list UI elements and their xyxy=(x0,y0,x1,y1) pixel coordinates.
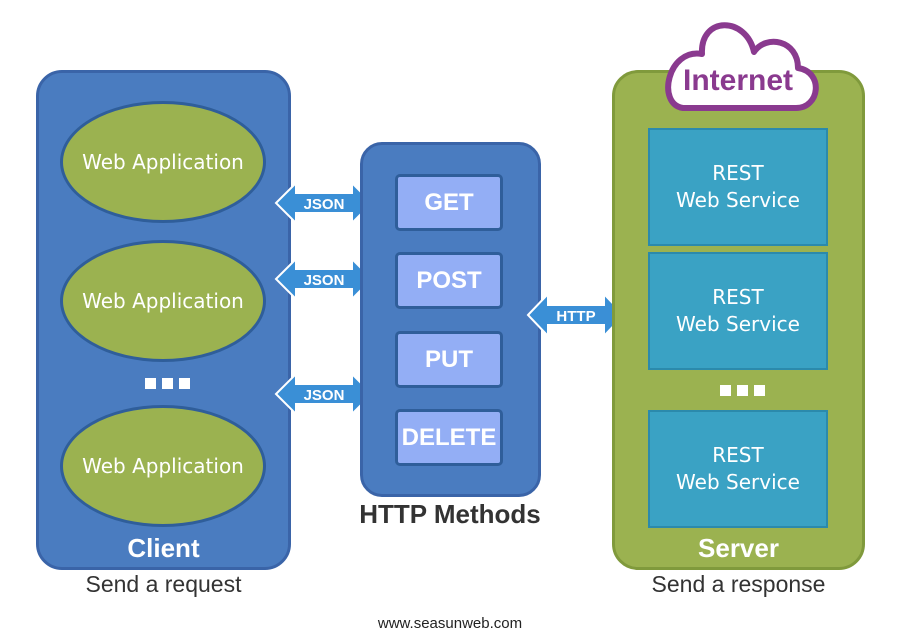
web-application-node: Web Application xyxy=(60,405,266,527)
json-label: JSON xyxy=(304,387,345,404)
rest-web-service: REST Web Service xyxy=(648,128,828,246)
method-label: GET xyxy=(424,188,474,216)
method-label: PUT xyxy=(425,345,473,373)
method-label: DELETE xyxy=(401,423,497,451)
server-caption: Send a response xyxy=(651,571,826,597)
method-post: POST xyxy=(395,252,503,309)
service-line2: Web Service xyxy=(676,470,800,494)
service-line1: REST xyxy=(712,443,764,467)
json-arrow: JSON xyxy=(274,256,374,302)
cloud-icon xyxy=(665,22,819,111)
json-label: JSON xyxy=(304,272,345,289)
web-application-label: Web Application xyxy=(82,150,244,174)
client-caption: Send a request xyxy=(85,571,242,597)
method-put: PUT xyxy=(395,331,503,388)
http-label: HTTP xyxy=(556,308,595,325)
web-application-label: Web Application xyxy=(82,454,244,478)
web-application-label: Web Application xyxy=(82,289,244,313)
rest-web-service: REST Web Service xyxy=(648,410,828,528)
method-delete: DELETE xyxy=(395,409,503,466)
method-get: GET xyxy=(395,174,503,231)
json-label: JSON xyxy=(304,196,345,213)
http-methods-title: HTTP Methods xyxy=(359,499,541,529)
web-application-node: Web Application xyxy=(60,240,266,362)
server-title: Server xyxy=(698,533,779,563)
http-arrow: HTTP xyxy=(526,291,626,339)
method-label: POST xyxy=(416,266,482,294)
json-arrow: JSON xyxy=(274,371,374,417)
service-line1: REST xyxy=(712,161,764,185)
internet-label: Internet xyxy=(682,64,793,97)
rest-web-service: REST Web Service xyxy=(648,252,828,370)
service-line1: REST xyxy=(712,285,764,309)
ellipsis-dots xyxy=(720,385,765,396)
service-line2: Web Service xyxy=(676,188,800,212)
footer-website: www.seasunweb.com xyxy=(377,615,523,632)
service-line2: Web Service xyxy=(676,312,800,336)
json-arrow: JSON xyxy=(274,180,374,226)
web-application-node: Web Application xyxy=(60,101,266,223)
client-title: Client xyxy=(127,533,200,563)
ellipsis-dots xyxy=(145,378,190,389)
